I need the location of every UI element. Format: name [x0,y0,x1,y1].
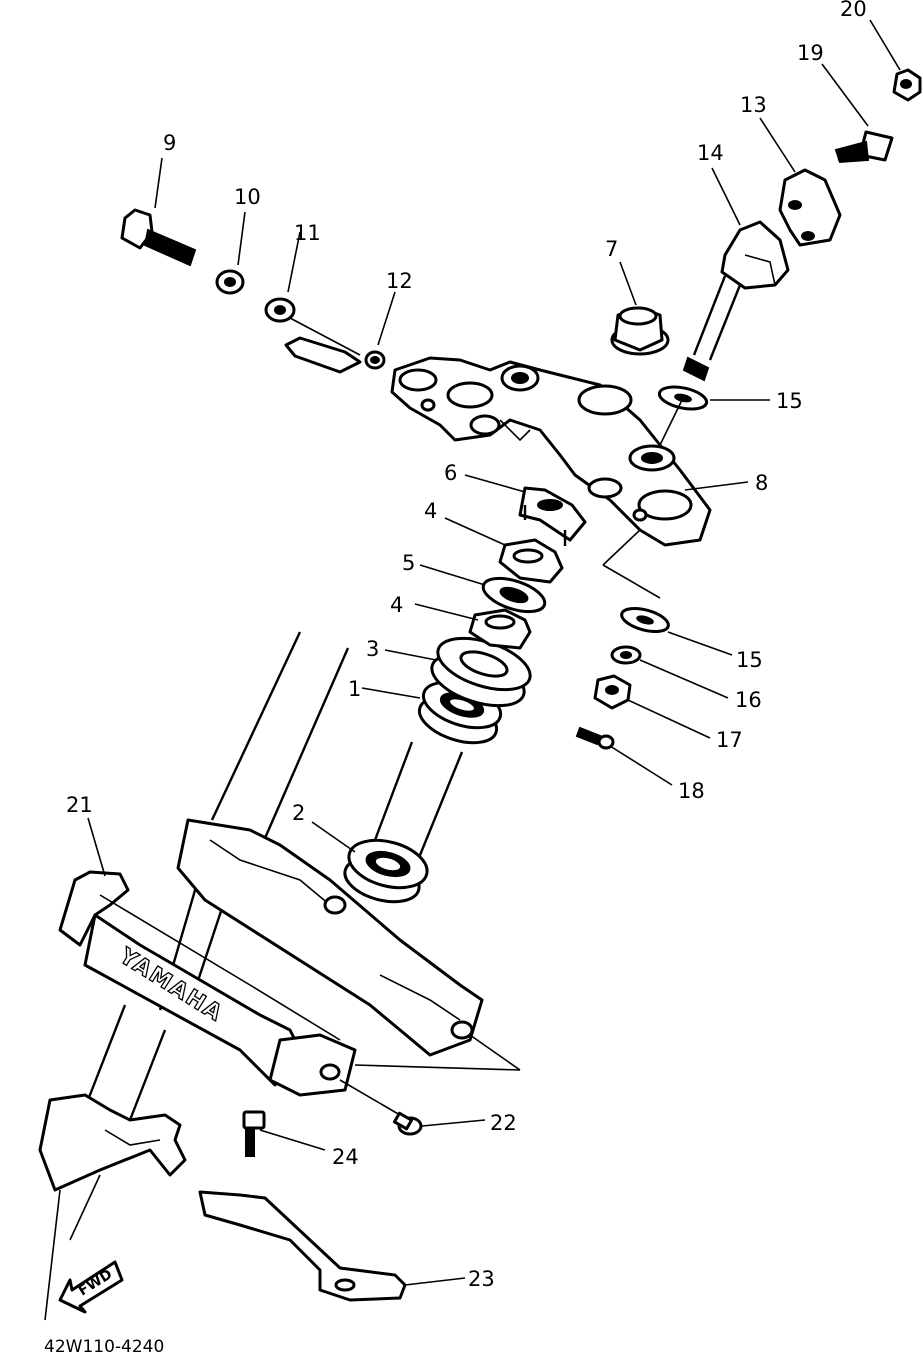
ring-nut-lower [468,608,532,650]
leader-lines-lower [339,1034,521,1116]
ring-nut-upper [498,538,564,584]
callout-labels: 1 2 3 4 4 5 6 7 8 9 10 11 12 13 14 15 15… [66,0,867,1291]
callout-13: 13 [740,93,767,117]
callout-14: 14 [697,141,724,165]
cable-guide [284,336,386,374]
washer-15-lower [620,607,670,633]
screw-22 [392,1111,486,1136]
callout-4b: 4 [390,593,403,617]
callout-11: 11 [294,221,321,245]
fwd-arrow: FWD [58,1260,124,1314]
stay-bracket [198,1190,466,1302]
washer-5 [481,576,547,614]
callout-8: 8 [755,471,768,495]
assembly-lines [602,397,684,599]
callout-3: 3 [366,637,379,661]
callout-5: 5 [402,551,415,575]
screw-18 [575,726,615,750]
lower-bearing [343,838,429,904]
callout-19: 19 [797,41,824,65]
cap-nut [610,306,670,356]
callout-18: 18 [678,779,705,803]
callout-20: 20 [840,0,867,21]
callout-7: 7 [605,237,618,261]
callout-12: 12 [386,269,413,293]
nut-17 [593,674,632,710]
bolt-24 [242,1110,326,1157]
handlebar-holder-lower [682,220,790,382]
callout-24: 24 [332,1145,359,1169]
bearing-race [430,636,532,708]
bolt-19 [834,130,894,164]
callout-17: 17 [716,728,743,752]
callout-9: 9 [163,131,176,155]
callout-4a: 4 [424,499,437,523]
callout-23: 23 [468,1267,495,1291]
nut-20 [892,68,922,102]
callout-leaders [87,19,901,877]
under-bracket [176,818,484,1057]
bolt-9 [120,208,197,267]
lock-washer-10 [215,269,245,295]
frame-headpipe [38,1093,187,1321]
callout-22: 22 [490,1111,517,1135]
callout-10: 10 [234,185,261,209]
callout-6: 6 [444,461,457,485]
callout-16: 16 [735,688,762,712]
callout-2: 2 [292,801,305,825]
handle-crown [390,356,712,547]
washer-11 [264,297,361,356]
callout-21: 21 [66,793,93,817]
lock-washer [518,486,587,546]
callout-15b: 15 [736,648,763,672]
steering-stem-shaft [370,741,464,861]
catalog-number: 42W110-4240 [44,1337,164,1355]
callout-15a: 15 [776,389,803,413]
handlebar-holder-upper [778,168,842,247]
callout-1: 1 [348,677,361,701]
lock-washer-16 [610,645,642,665]
